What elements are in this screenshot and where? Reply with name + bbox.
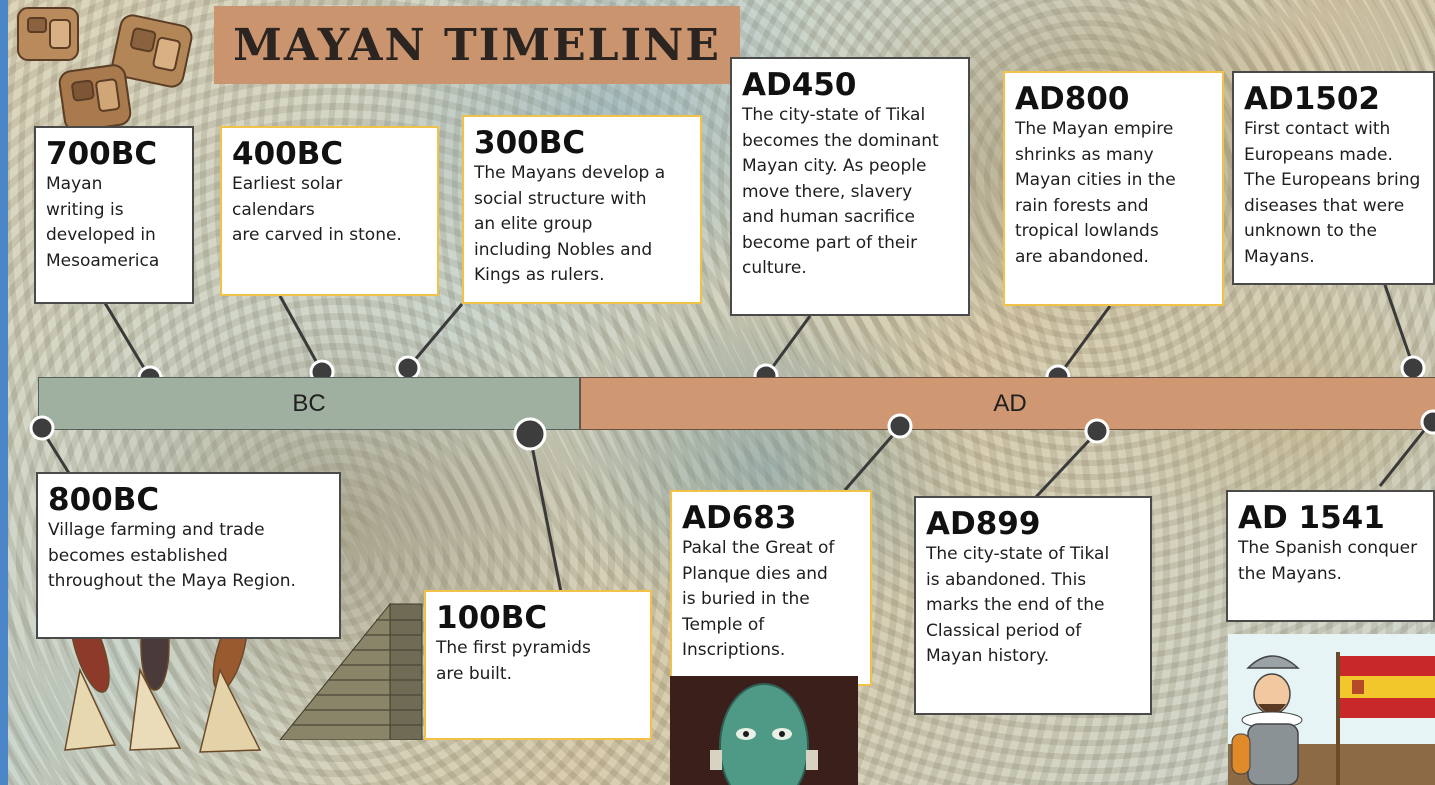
event-card-700bc: 700BC Mayan writing is developed in Meso…	[34, 126, 194, 304]
event-description: Mayan writing is developed in Mesoameric…	[46, 174, 160, 271]
event-year: AD800	[1015, 81, 1130, 117]
event-description: Village farming and trade becomes establ…	[48, 520, 296, 591]
dot-ad1541	[1420, 409, 1435, 435]
dot-800bc	[29, 415, 55, 441]
event-description: The Mayans develop a social structure wi…	[474, 163, 666, 285]
bc-label: BC	[292, 389, 326, 417]
event-description: Pakal the Great of Planque dies and is b…	[682, 538, 835, 660]
event-description: The city-state of Tikal is abandoned. Th…	[926, 544, 1110, 666]
event-card-ad800: AD800 The Mayan empire shrinks as many M…	[1003, 71, 1224, 306]
ad-label: AD	[993, 389, 1027, 417]
event-year: AD683	[682, 500, 797, 536]
event-year: AD1502	[1244, 81, 1381, 117]
dot-ad683	[887, 413, 913, 439]
mayan-glyphs-art	[17, 7, 193, 132]
event-card-300bc: 300BC The Mayans develop a social struct…	[462, 115, 702, 304]
event-description: The first pyramids are built.	[436, 638, 591, 684]
event-year: 700BC	[46, 136, 158, 172]
page-title: MAYAN TIMELINE	[233, 19, 721, 71]
event-year: AD450	[742, 67, 857, 103]
event-year: AD 1541	[1238, 500, 1385, 536]
event-year: 300BC	[474, 125, 586, 161]
left-edge-strip	[0, 0, 8, 785]
jade-mask-art	[670, 676, 858, 785]
dot-ad899	[1084, 418, 1110, 444]
event-description: The Mayan empire shrinks as many Mayan c…	[1015, 119, 1176, 267]
conquistador-art	[1228, 634, 1435, 785]
event-description: The city-state of Tikal becomes the domi…	[742, 105, 939, 278]
event-card-100bc: 100BC The first pyramids are built.	[424, 590, 652, 740]
event-card-ad1541: AD 1541 The Spanish conquer the Mayans.	[1226, 490, 1435, 622]
event-year: 800BC	[48, 482, 160, 518]
event-card-ad683: AD683 Pakal the Great of Planque dies an…	[670, 490, 872, 686]
timeline-bar-ad: AD	[580, 377, 1435, 430]
event-card-ad899: AD899 The city-state of Tikal is abandon…	[914, 496, 1152, 715]
event-card-ad1502: AD1502 First contact with Europeans made…	[1232, 71, 1435, 285]
timeline-bar-bc: BC	[38, 377, 580, 430]
event-year: 100BC	[436, 600, 548, 636]
title-banner: MAYAN TIMELINE	[214, 6, 740, 84]
pyramid-art	[279, 602, 423, 740]
event-description: The Spanish conquer the Mayans.	[1238, 538, 1418, 584]
event-description: First contact with Europeans made. The E…	[1244, 119, 1421, 267]
event-card-ad450: AD450 The city-state of Tikal becomes th…	[730, 57, 970, 316]
event-year: AD899	[926, 506, 1041, 542]
event-year: 400BC	[232, 136, 344, 172]
event-card-800bc: 800BC Village farming and trade becomes …	[36, 472, 341, 639]
event-description: Earliest solar calendars are carved in s…	[232, 174, 402, 245]
event-card-400bc: 400BC Earliest solar calendars are carve…	[220, 126, 439, 296]
dot-100bc	[513, 417, 547, 451]
